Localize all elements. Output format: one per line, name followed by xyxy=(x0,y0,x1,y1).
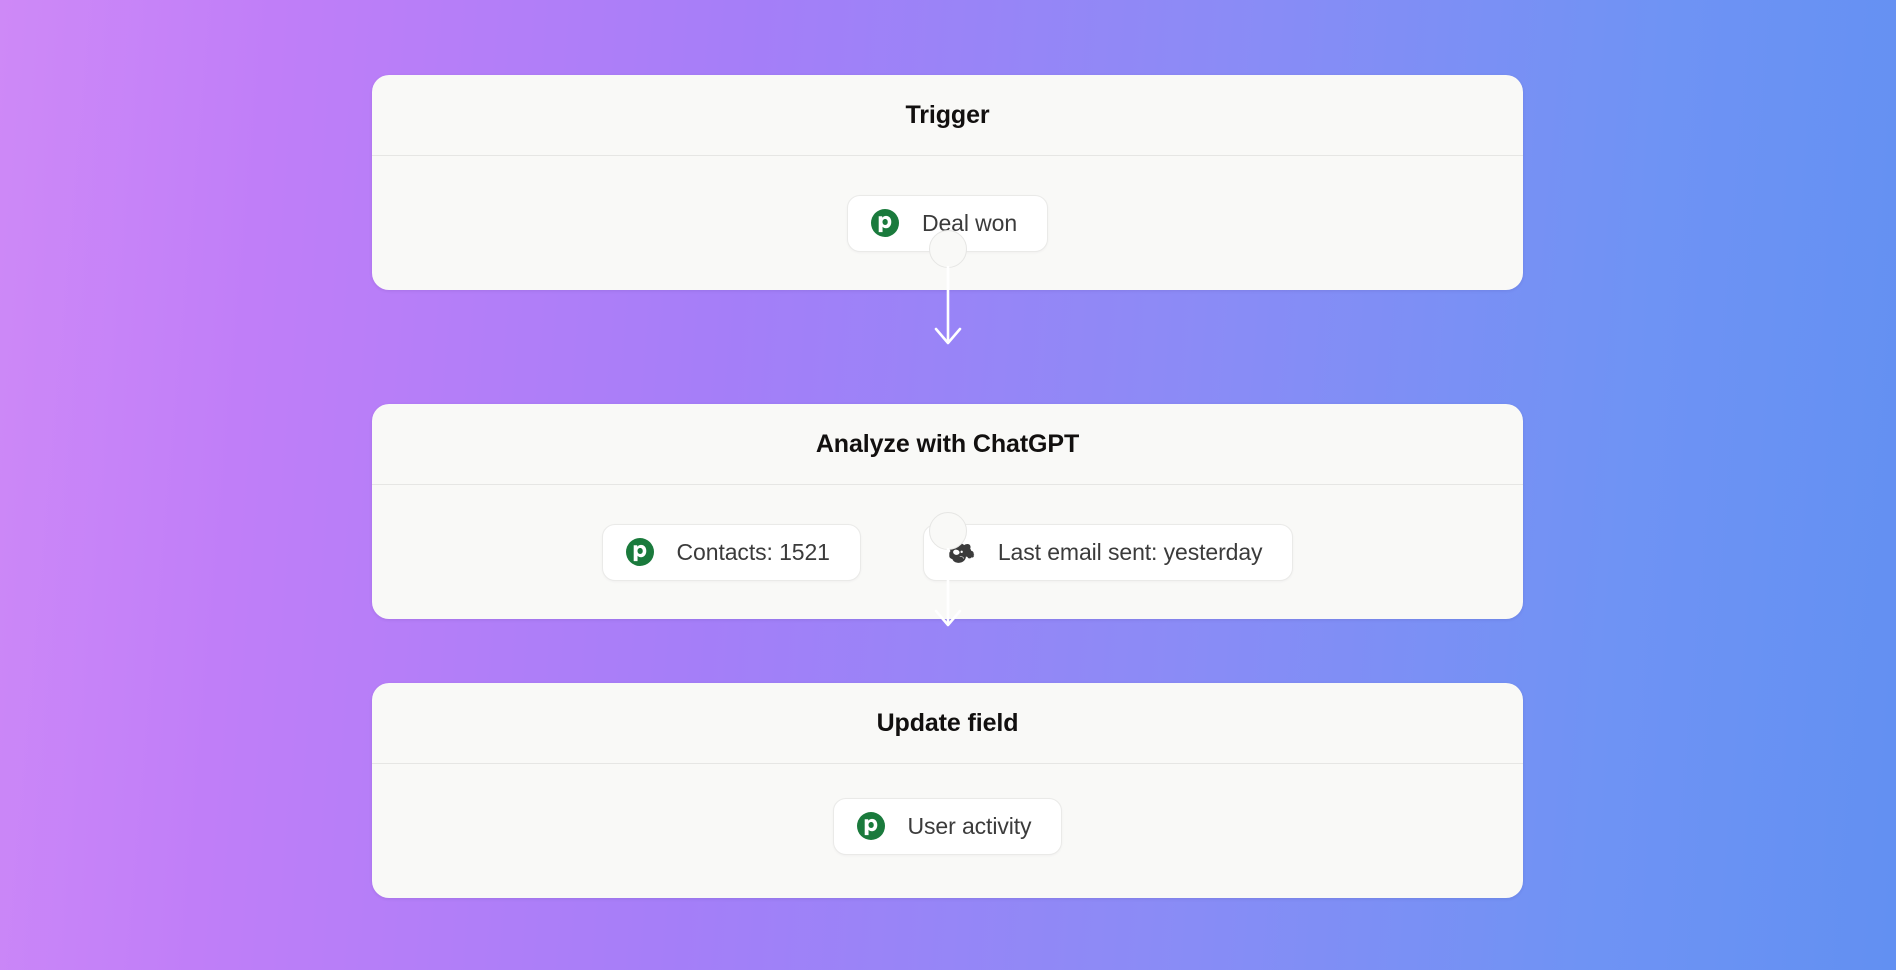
pipedrive-icon xyxy=(870,208,900,238)
chip-user-activity[interactable]: User activity xyxy=(832,797,1063,855)
node-body: Deal won xyxy=(372,156,1523,290)
chip-contacts[interactable]: Contacts: 1521 xyxy=(601,523,861,581)
node-body: User activity xyxy=(372,764,1523,898)
chip-deal-won[interactable]: Deal won xyxy=(846,194,1049,252)
node-header: Trigger xyxy=(372,75,1523,156)
node-title: Trigger xyxy=(905,100,990,129)
mailchimp-icon xyxy=(946,537,976,567)
chip-label: Contacts: 1521 xyxy=(676,538,830,565)
workflow-node-trigger[interactable]: Trigger Deal won xyxy=(372,75,1523,290)
chip-label: Last email sent: yesterday xyxy=(997,538,1263,565)
chip-label: User activity xyxy=(907,812,1032,839)
node-title: Analyze with ChatGPT xyxy=(815,429,1080,458)
node-body: Contacts: 1521 Last email sent: yesterda… xyxy=(372,485,1523,619)
node-header: Analyze with ChatGPT xyxy=(372,404,1523,485)
chip-label: Deal won xyxy=(921,209,1018,236)
workflow-node-analyze[interactable]: Analyze with ChatGPT Contacts: 1521 xyxy=(372,404,1523,619)
pipedrive-icon xyxy=(856,811,886,841)
workflow-node-update[interactable]: Update field User activity xyxy=(372,683,1523,898)
chip-last-email-sent[interactable]: Last email sent: yesterday xyxy=(922,523,1294,581)
pipedrive-icon xyxy=(625,537,655,567)
node-title: Update field xyxy=(876,708,1019,737)
node-header: Update field xyxy=(372,683,1523,764)
